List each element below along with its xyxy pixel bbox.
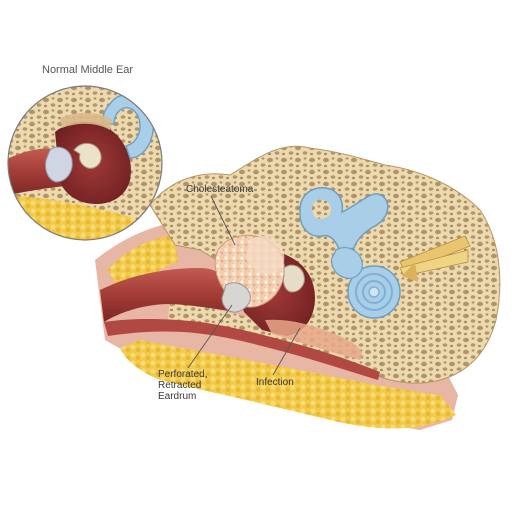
retracted-eardrum [221,282,251,313]
semicircular-canal-inner [312,199,331,219]
ear-canal [100,268,238,322]
inset-bone-rim [60,112,112,130]
main-cross-section [95,145,501,430]
label-perforated-line2: Retracted [158,380,202,391]
inset-title: Normal Middle Ear [42,64,134,76]
inset-ossicles [73,143,102,169]
leader-eardrum [187,304,233,369]
leader-infection [272,327,301,376]
inset-eardrum [45,146,73,183]
label-perforated-eardrum: Perforated, Retracted Eardrum [158,369,207,402]
infection-region [265,319,362,360]
auditory-nerve [399,235,471,282]
label-perforated-line1: Perforated, [158,369,208,380]
label-perforated-line3: Eardrum [158,391,197,402]
label-infection: Infection [256,377,294,388]
label-cholesteatoma: Cholesteatoma [186,184,254,195]
ear-canal-lining [104,319,380,380]
cholesteatoma-mass-lobe [246,235,285,275]
fat-layer-lower [120,340,456,429]
leader-cholesteatoma [210,195,236,246]
inset-normal-ear [7,85,163,241]
ossicles [283,264,305,293]
vestibule [331,247,363,279]
leader-lines [187,195,301,376]
cochlea [347,265,401,319]
